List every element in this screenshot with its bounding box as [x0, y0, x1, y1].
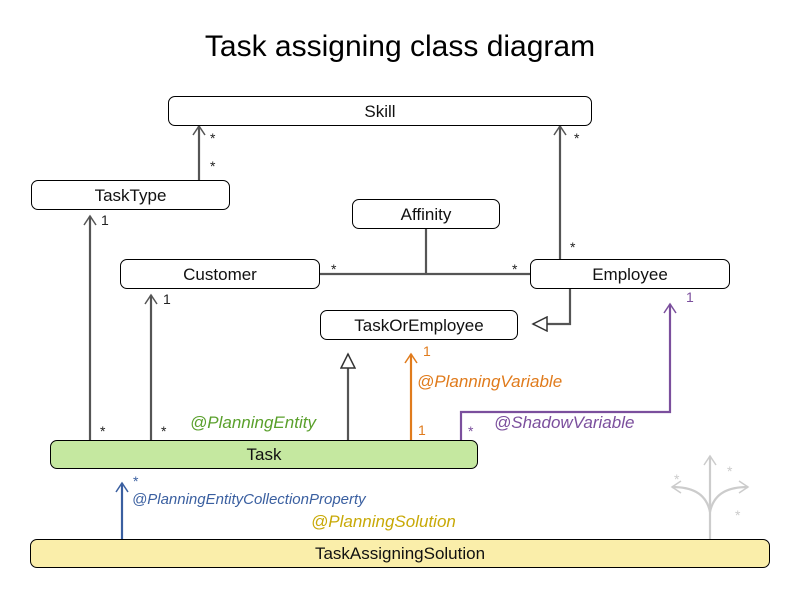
multiplicity-task-customer-one: 1 [163, 291, 171, 307]
class-label-tasktype: TaskType [94, 185, 167, 205]
multiplicity-employee-skill-bottom: * [570, 239, 576, 255]
annotation-planning-entity-collection-property: @PlanningEntityCollectionProperty [132, 491, 366, 508]
annotation-shadow-variable: @ShadowVariable [494, 413, 635, 432]
class-label-skill: Skill [364, 101, 396, 121]
multiplicity-tasktype-skill-top: * [210, 130, 216, 146]
page-title: Task assigning class diagram [204, 30, 596, 63]
decoration-branch-right [708, 480, 750, 513]
multiplicity-task-customer-many: * [161, 423, 167, 439]
class-box-customer[interactable]: Customer [120, 259, 320, 289]
annotation-planning-entity: @PlanningEntity [190, 413, 316, 432]
class-label-taskassigningsolution: TaskAssigningSolution [314, 544, 486, 563]
class-label-customer: Customer [183, 264, 257, 284]
multiplicity-employee-affinity: * [512, 261, 518, 277]
class-box-employee[interactable]: Employee [530, 259, 730, 289]
decoration-star-right: * [735, 507, 741, 523]
multiplicity-task-tasktype-many: * [100, 423, 106, 439]
multiplicity-task-taskoremployee-bottom: 1 [418, 422, 426, 438]
edge-task-shadowvariable-employee [459, 302, 677, 440]
decoration-branch-left [670, 480, 712, 513]
class-label-affinity: Affinity [400, 204, 452, 224]
class-label-taskoremployee: TaskOrEmployee [354, 315, 484, 335]
class-label-task: Task [246, 445, 282, 464]
multiplicity-tasktype-skill-bottom: * [210, 158, 216, 174]
annotation-planning-solution: @PlanningSolution [311, 512, 456, 531]
class-box-tasktype[interactable]: TaskType [31, 180, 230, 210]
class-box-taskassigningsolution[interactable]: TaskAssigningSolution [30, 539, 770, 568]
multiplicity-customer-affinity: * [331, 261, 337, 277]
multiplicity-solution-task-many: * [133, 473, 139, 489]
multiplicity-task-employee-shadow-one: 1 [686, 289, 694, 305]
decoration-star-left: * [674, 471, 680, 487]
class-box-task[interactable]: Task [50, 440, 478, 469]
class-box-affinity[interactable]: Affinity [352, 199, 500, 229]
multiplicity-employee-skill-top: * [574, 130, 580, 146]
decoration-star-top: * [727, 463, 733, 479]
multiplicity-task-tasktype-one: 1 [101, 212, 109, 228]
class-label-employee: Employee [592, 264, 668, 284]
annotation-planning-variable: @PlanningVariable [417, 372, 563, 391]
edge-employee-inherits-taskoremployee [533, 289, 572, 324]
multiplicity-task-employee-shadow-many: * [468, 423, 474, 439]
multiplicity-task-taskoremployee-top: 1 [423, 343, 431, 359]
class-box-taskoremployee[interactable]: TaskOrEmployee [320, 310, 518, 340]
class-box-skill[interactable]: Skill [168, 96, 592, 126]
